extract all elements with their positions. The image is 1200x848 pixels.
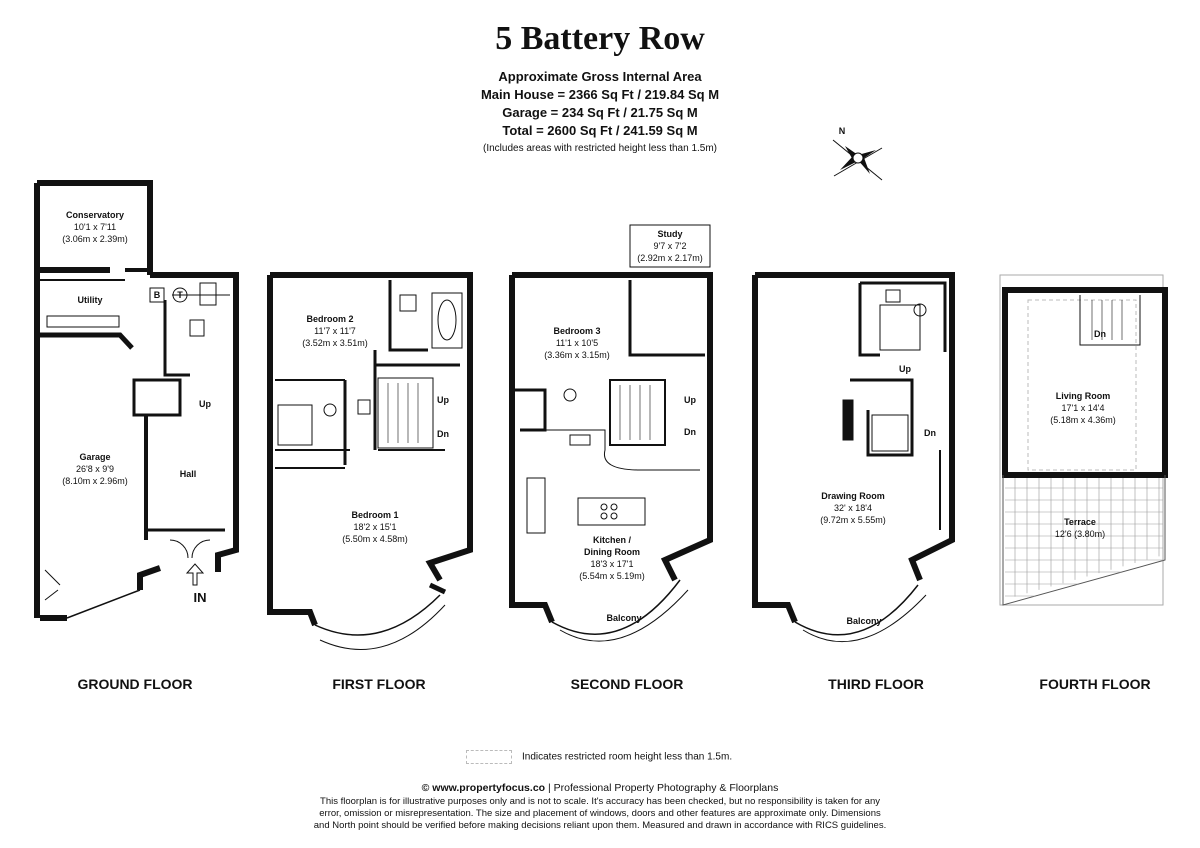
second-up-marker: Up xyxy=(684,395,696,405)
bedroom2-name: Bedroom 2 xyxy=(306,314,353,324)
kitchen-name-1: Kitchen / xyxy=(593,535,632,545)
balcony3-name: Balcony xyxy=(846,616,881,626)
first-dn-marker: Dn xyxy=(437,429,449,439)
conservatory-name: Conservatory xyxy=(66,210,124,220)
third-dn-marker: Dn xyxy=(924,428,936,438)
first-up-marker: Up xyxy=(437,395,449,405)
living-room-metric: (5.18m x 4.36m) xyxy=(1050,415,1116,425)
tank-marker: T xyxy=(177,290,183,300)
entrance-arrow-icon xyxy=(185,563,205,586)
fourth-floor-label: FOURTH FLOOR xyxy=(1039,676,1151,692)
area-main-house: Main House = 2366 Sq Ft / 219.84 Sq M xyxy=(480,87,720,102)
bedroom3-name: Bedroom 3 xyxy=(553,326,600,336)
restricted-height-swatch xyxy=(466,750,512,764)
area-summary: Approximate Gross Internal Area Main Hou… xyxy=(0,68,1200,140)
bedroom3-imperial: 11'1 x 10'5 xyxy=(556,338,598,348)
garage-name: Garage xyxy=(79,452,110,462)
terrace-name: Terrace xyxy=(1064,517,1096,527)
conservatory-metric: (3.06m x 2.39m) xyxy=(62,234,128,244)
ground-floor-label: GROUND FLOOR xyxy=(77,676,193,692)
ground-floor-plan xyxy=(34,180,239,621)
conservatory-imperial: 10'1 x 7'11 xyxy=(74,222,116,232)
footer: © www.propertyfocus.co | Professional Pr… xyxy=(0,782,1200,832)
bedroom1-name: Bedroom 1 xyxy=(351,510,398,520)
second-dn-marker: Dn xyxy=(684,427,696,437)
balcony2-name: Balcony xyxy=(606,613,641,623)
fourth-floor-plan xyxy=(999,274,1168,606)
area-total: Total = 2600 Sq Ft / 241.59 Sq M xyxy=(502,123,698,138)
third-floor-plan xyxy=(752,272,955,643)
hall-name: Hall xyxy=(180,469,197,479)
first-floor-label: FIRST FLOOR xyxy=(332,676,426,692)
compass-label: N xyxy=(839,126,846,136)
living-room-name: Living Room xyxy=(1056,391,1111,401)
kitchen-imperial: 18'3 x 17'1 xyxy=(591,559,634,569)
ground-up-marker: Up xyxy=(199,399,211,409)
bedroom1-metric: (5.50m x 4.58m) xyxy=(342,534,408,544)
bedroom3-metric: (3.36m x 3.15m) xyxy=(544,350,610,360)
study-imperial: 9'7 x 7'2 xyxy=(654,241,687,251)
bedroom2-metric: (3.52m x 3.51m) xyxy=(302,338,368,348)
footer-tagline: | Professional Property Photography & Fl… xyxy=(545,782,779,794)
bedroom1-imperial: 18'2 x 15'1 xyxy=(354,522,397,532)
fourth-dn-marker: Dn xyxy=(1094,329,1106,339)
entrance-label: IN xyxy=(194,590,207,605)
kitchen-name-2: Dining Room xyxy=(584,547,640,557)
legend-text: Indicates restricted room height less th… xyxy=(522,751,733,763)
terrace-grid xyxy=(1005,478,1163,597)
footer-disclaimer-2: error, omission or misrepresentation. Th… xyxy=(319,808,881,819)
bedroom2-imperial: 11'7 x 11'7 xyxy=(314,326,356,336)
restricted-height-note: (Includes areas with restricted height l… xyxy=(483,143,717,154)
drawing-room-imperial: 32' x 18'4 xyxy=(834,503,872,513)
footer-site: © www.propertyfocus.co xyxy=(421,782,546,794)
garage-metric: (8.10m x 2.96m) xyxy=(62,476,128,486)
boiler-marker: B xyxy=(154,290,161,300)
legend: Indicates restricted room height less th… xyxy=(466,750,766,764)
third-floor-label: THIRD FLOOR xyxy=(828,676,924,692)
footer-disclaimer-3: and North point should be verified befor… xyxy=(313,820,887,831)
area-heading: Approximate Gross Internal Area xyxy=(498,69,702,84)
garage-imperial: 26'8 x 9'9 xyxy=(76,464,114,474)
utility-name: Utility xyxy=(77,295,102,305)
second-floor-plan xyxy=(509,224,713,642)
drawing-room-name: Drawing Room xyxy=(821,491,885,501)
second-floor-label: SECOND FLOOR xyxy=(570,676,684,692)
third-up-marker: Up xyxy=(899,364,911,374)
property-title: 5 Battery Row xyxy=(495,20,705,57)
terrace-imperial: 12'6 (3.80m) xyxy=(1055,529,1105,539)
first-floor-plan xyxy=(267,272,473,650)
kitchen-metric: (5.54m x 5.19m) xyxy=(579,571,645,581)
living-room-imperial: 17'1 x 14'4 xyxy=(1062,403,1105,413)
study-metric: (2.92m x 2.17m) xyxy=(637,253,703,263)
compass-icon: N xyxy=(832,126,883,181)
area-garage: Garage = 234 Sq Ft / 21.75 Sq M xyxy=(502,105,698,120)
drawing-room-metric: (9.72m x 5.55m) xyxy=(820,515,886,525)
study-name: Study xyxy=(657,229,682,239)
footer-disclaimer-1: This floorplan is for illustrative purpo… xyxy=(320,796,880,807)
